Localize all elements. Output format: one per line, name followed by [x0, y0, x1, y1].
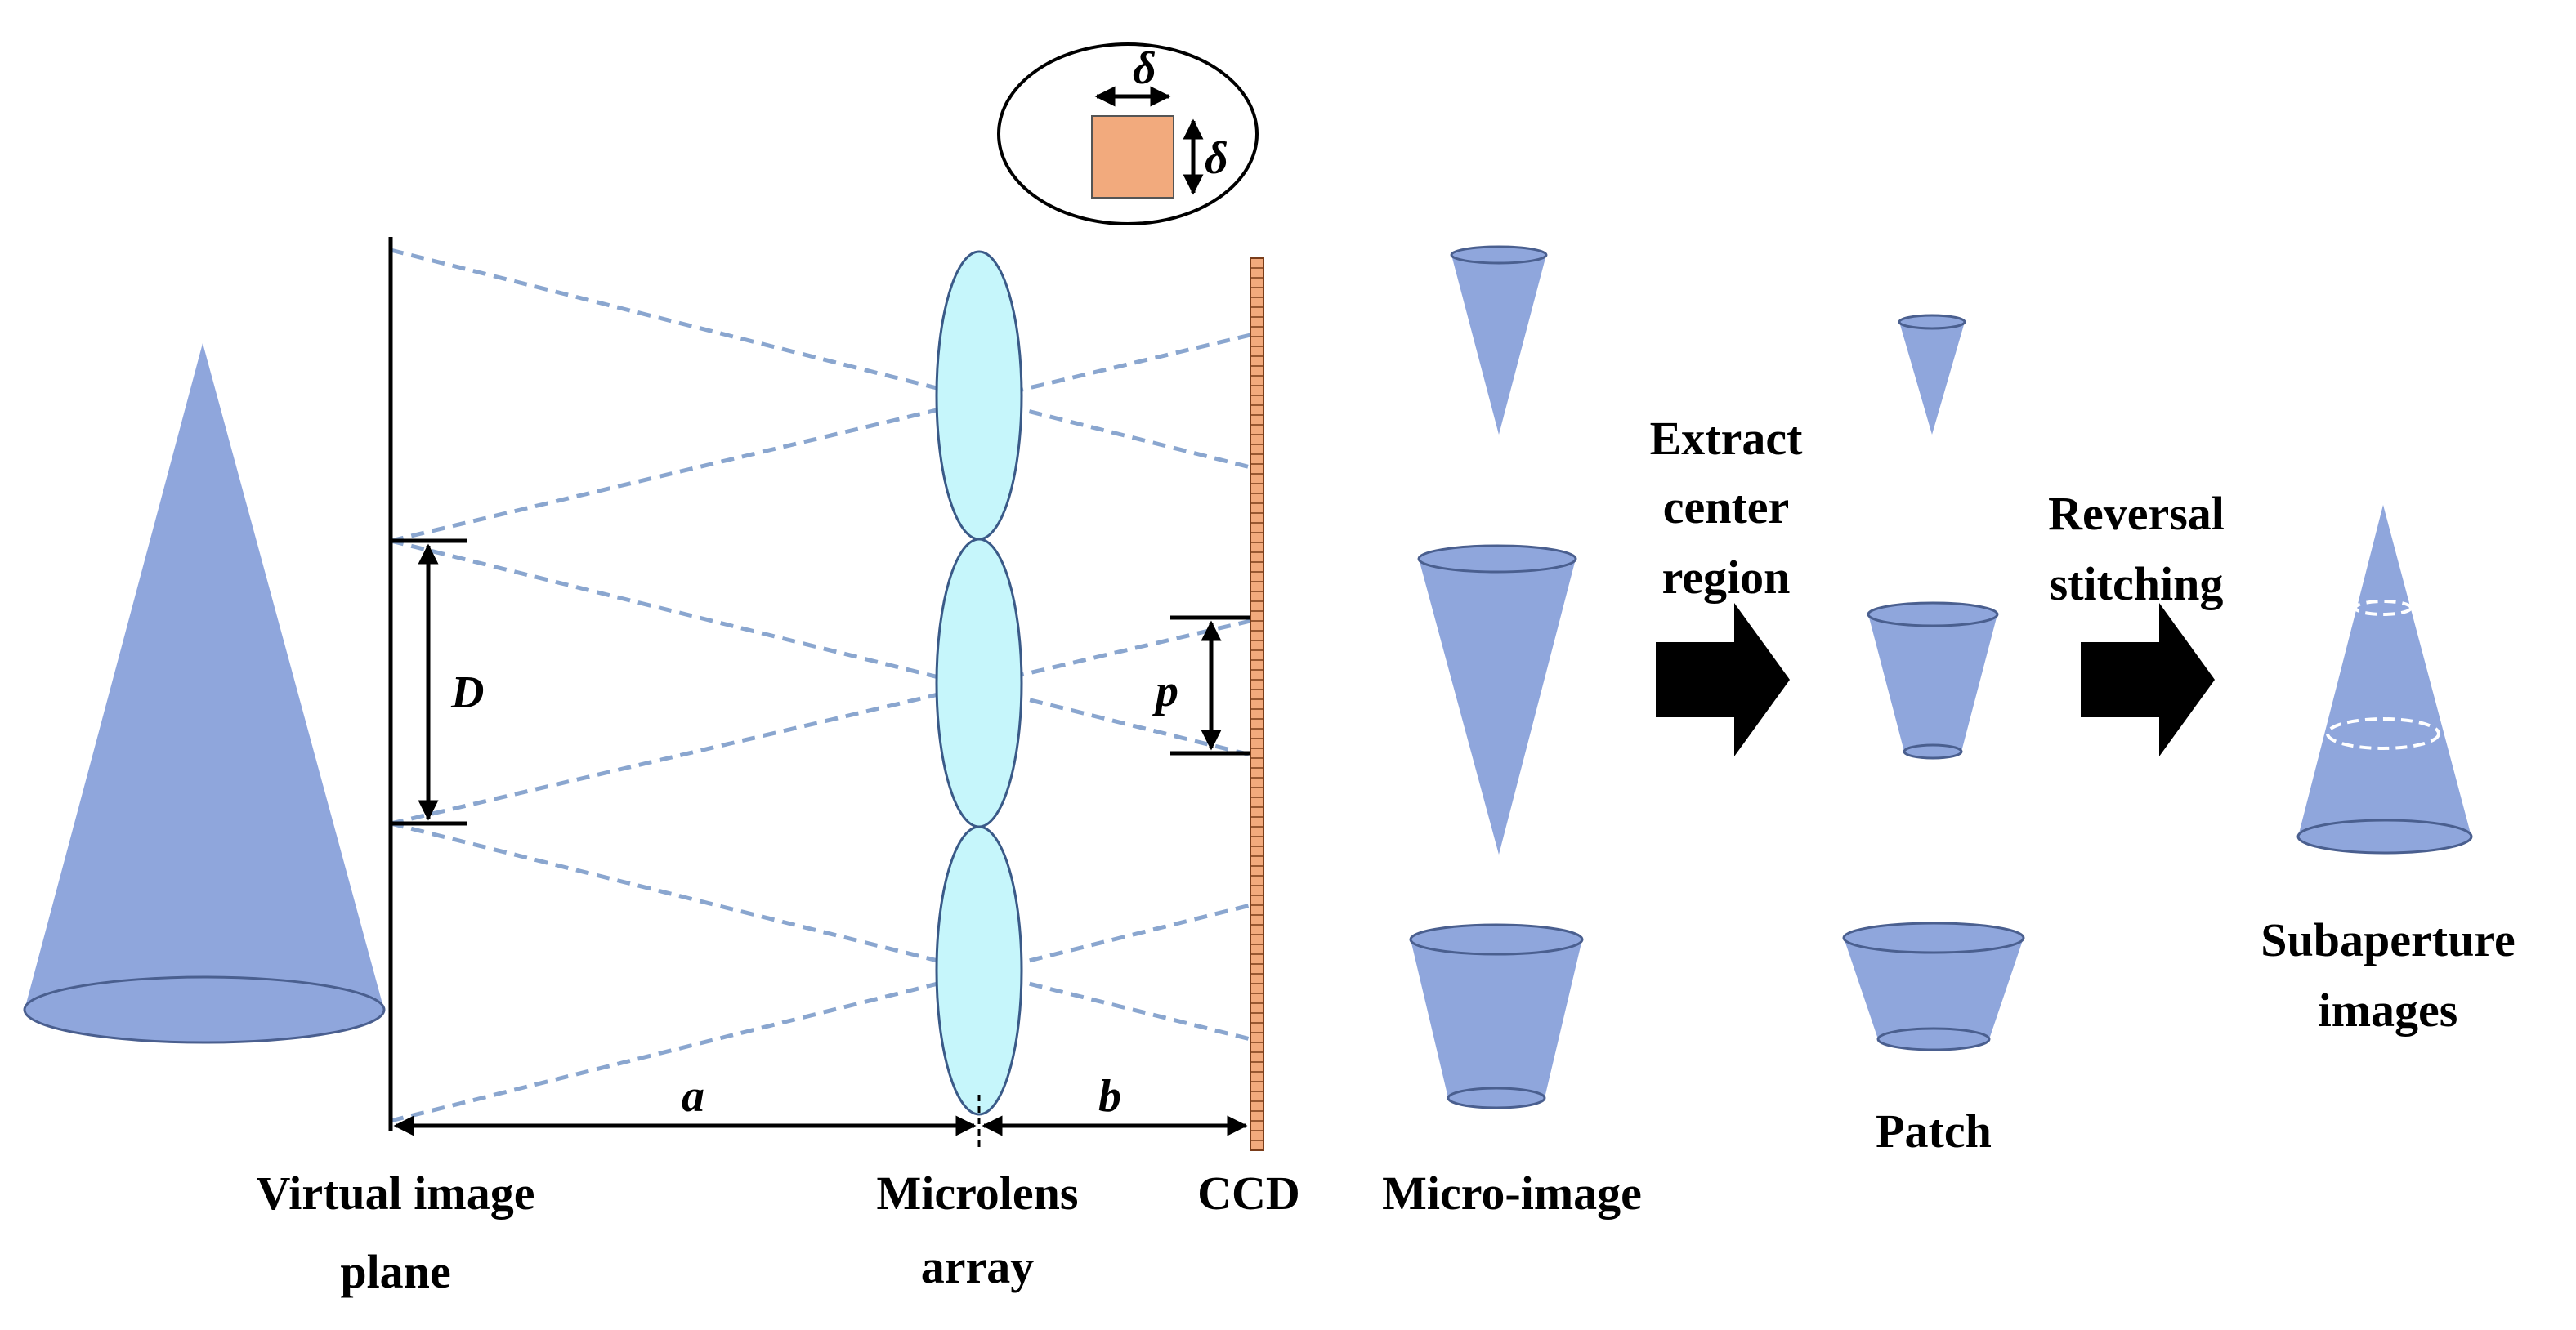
label-ccd: CCD	[1197, 1167, 1300, 1220]
extract-arrow	[1656, 603, 1790, 756]
microlens-middle	[935, 538, 1023, 828]
label-virtual-image-plane-2: plane	[340, 1245, 450, 1298]
dimension-D: D	[391, 538, 484, 826]
label-micro-image: Micro-image	[1382, 1167, 1642, 1220]
pixel-square	[1091, 115, 1174, 199]
subaperture-cone	[2296, 505, 2473, 855]
micro-image-column	[1409, 245, 1584, 1109]
dimension-a: a	[393, 1071, 977, 1136]
stitching-arrow	[2081, 603, 2215, 756]
light-rays	[390, 248, 1251, 1123]
patch-column	[1842, 314, 2025, 1051]
dimension-p: p	[1152, 615, 1250, 756]
dimension-b: b	[982, 1071, 1248, 1136]
label-subaperture-2: images	[2319, 984, 2458, 1037]
label-extract-1: Extract	[1650, 412, 1803, 465]
label-virtual-image-plane: Virtual image	[257, 1167, 535, 1220]
ccd-sensor	[1250, 257, 1264, 1151]
microlens-array	[935, 250, 1023, 1150]
symbol-D: D	[450, 667, 484, 718]
microlens-bottom	[935, 825, 1023, 1116]
label-reversal-2: stitching	[2050, 557, 2224, 610]
label-patch: Patch	[1876, 1105, 1992, 1158]
symbol-p: p	[1152, 666, 1178, 716]
pixel-size-inset: δ δ	[997, 42, 1259, 225]
micro-image-middle	[1417, 544, 1577, 855]
label-microlens-array-2: array	[921, 1240, 1035, 1293]
micro-image-top	[1450, 245, 1548, 435]
symbol-delta-horizontal: δ	[1133, 43, 1156, 94]
micro-image-bottom	[1409, 923, 1584, 1109]
patch-bottom	[1842, 922, 2025, 1051]
label-extract-2: center	[1663, 480, 1790, 533]
source-cone	[23, 343, 386, 1044]
patch-middle	[1867, 601, 1999, 760]
label-extract-3: region	[1662, 551, 1791, 604]
patch-top	[1898, 314, 1966, 435]
symbol-a: a	[682, 1071, 704, 1122]
label-microlens-array: Microlens	[877, 1167, 1079, 1220]
microlens-top	[935, 250, 1023, 541]
symbol-delta-vertical: δ	[1205, 133, 1228, 184]
label-subaperture-1: Subaperture	[2261, 913, 2516, 966]
symbol-b: b	[1098, 1071, 1121, 1122]
label-reversal-1: Reversal	[2048, 487, 2225, 540]
